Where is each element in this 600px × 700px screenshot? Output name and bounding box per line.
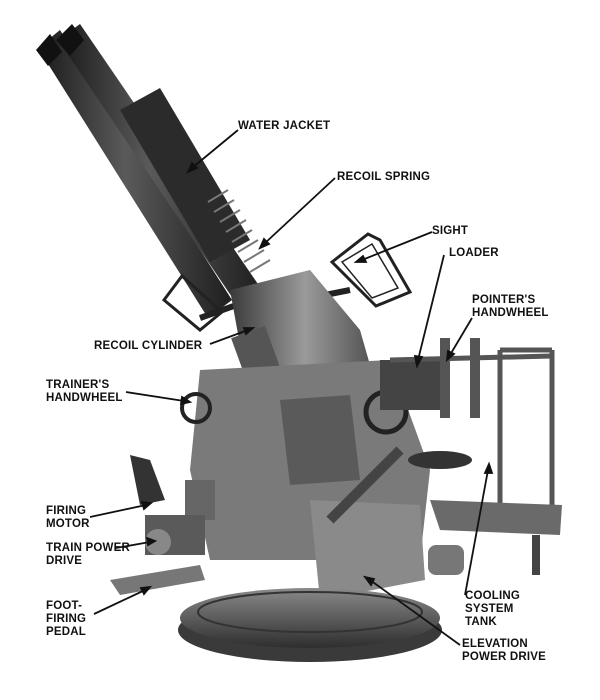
left-bracket bbox=[130, 455, 165, 505]
water-jacket bbox=[120, 88, 250, 262]
label-line: ELEVATION bbox=[462, 638, 528, 650]
muzzle-left bbox=[36, 34, 62, 66]
label-line: COOLING bbox=[465, 590, 521, 602]
base-ring bbox=[178, 588, 442, 662]
label-line: FIRING bbox=[46, 613, 87, 625]
label-line: PEDAL bbox=[46, 626, 86, 638]
leader-pointers-handwheel bbox=[449, 317, 473, 356]
label-train-power-drive: TRAIN POWER DRIVE bbox=[46, 542, 130, 568]
label-elevation-power-drive: ELEVATION POWER DRIVE bbox=[462, 638, 546, 664]
label-line: FOOT- bbox=[46, 600, 83, 612]
label-trainers-handwheel: TRAINER'S HANDWHEEL bbox=[46, 379, 123, 405]
leader-trainers-handwheel bbox=[125, 391, 185, 402]
label-foot-firing-pedal: FOOT- FIRING PEDAL bbox=[46, 600, 86, 639]
label-pointers-handwheel: POINTER'S HANDWHEEL bbox=[472, 294, 549, 320]
mount-body bbox=[110, 270, 562, 600]
muzzle-right bbox=[56, 24, 84, 56]
label-line: TRAINER'S bbox=[46, 379, 110, 391]
label-line: WATER JACKET bbox=[238, 120, 331, 132]
label-sight: SIGHT bbox=[432, 225, 468, 238]
leader-foot-firing-pedal bbox=[93, 589, 146, 615]
leader-sight bbox=[361, 231, 433, 261]
label-line: HANDWHEEL bbox=[46, 392, 123, 404]
label-cooling-system-tank: COOLING SYSTEM TANK bbox=[465, 590, 520, 629]
label-line: POWER DRIVE bbox=[462, 651, 546, 663]
label-line: DRIVE bbox=[46, 555, 83, 567]
label-line: RECOIL SPRING bbox=[337, 171, 431, 183]
leader-cooling-system-tank bbox=[464, 469, 489, 596]
foot-firing-pedal bbox=[110, 565, 205, 595]
cooling-tank bbox=[428, 545, 464, 575]
label-line: POINTER'S bbox=[472, 294, 536, 306]
trainers-handwheel-shape bbox=[180, 392, 212, 424]
leader-water-jacket bbox=[191, 129, 239, 169]
leader-firing-motor bbox=[89, 504, 147, 518]
leader-recoil-spring bbox=[263, 177, 336, 245]
leader-elevation-power-drive bbox=[369, 579, 461, 646]
label-line: SYSTEM bbox=[465, 603, 514, 615]
label-line: FIRING bbox=[46, 505, 87, 517]
label-line: RECOIL CYLINDER bbox=[94, 340, 203, 352]
label-line: LOADER bbox=[449, 247, 499, 259]
label-line: TRAIN POWER bbox=[46, 542, 130, 554]
barrels bbox=[36, 24, 271, 318]
label-line: HANDWHEEL bbox=[472, 307, 549, 319]
label-loader: LOADER bbox=[449, 247, 499, 260]
label-water-jacket: WATER JACKET bbox=[238, 120, 330, 133]
leader-recoil-cylinder bbox=[209, 329, 249, 345]
label-line: MOTOR bbox=[46, 518, 90, 530]
label-recoil-cylinder: RECOIL CYLINDER bbox=[94, 340, 202, 353]
label-line: SIGHT bbox=[432, 225, 469, 237]
label-recoil-spring: RECOIL SPRING bbox=[337, 171, 430, 184]
seat bbox=[408, 451, 472, 469]
firing-motor bbox=[185, 480, 215, 520]
platform bbox=[430, 500, 562, 535]
leader-train-power-drive bbox=[115, 541, 151, 549]
barrel-left bbox=[38, 30, 232, 318]
label-line: TANK bbox=[465, 616, 497, 628]
elevation-power-drive bbox=[310, 500, 425, 600]
leader-lines bbox=[89, 129, 494, 646]
leader-loader bbox=[417, 254, 445, 361]
recoil-spring bbox=[207, 189, 271, 273]
label-firing-motor: FIRING MOTOR bbox=[46, 505, 90, 531]
